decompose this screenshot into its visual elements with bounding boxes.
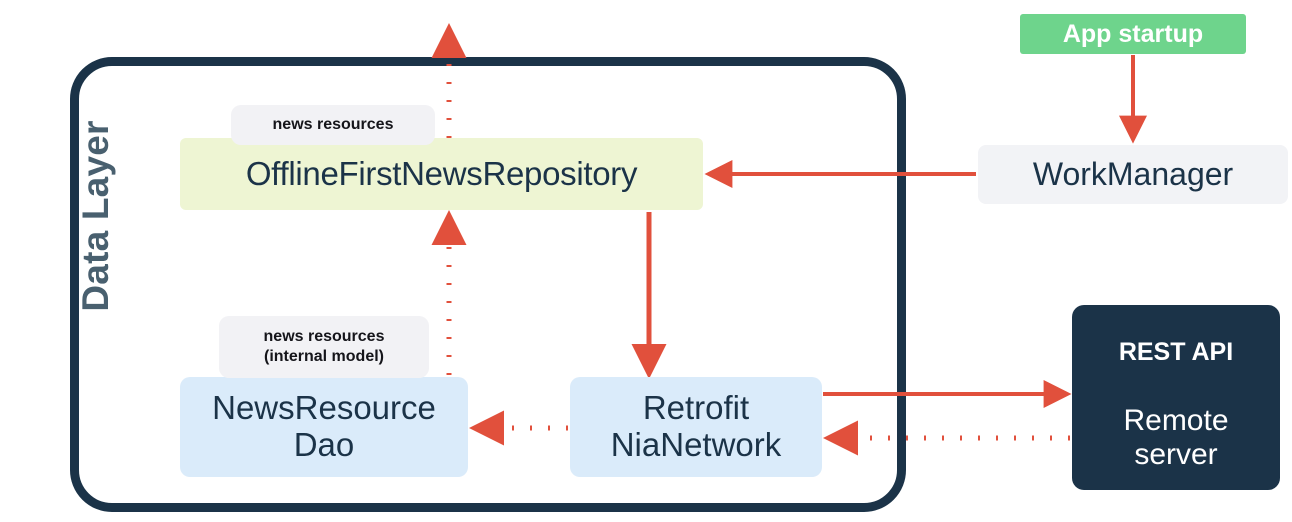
node-work-manager[interactable]: WorkManager — [978, 145, 1288, 204]
edge-label-line-2: (internal model) — [263, 348, 384, 365]
node-label-sub-line-2: server — [1134, 437, 1218, 471]
edge-label-news-resources-internal-model: news resources (internal model) — [219, 316, 429, 378]
node-label: App startup — [1062, 20, 1204, 48]
edge-label-line-1: news resources — [272, 116, 394, 134]
data-layer-container — [70, 57, 906, 512]
node-label: OfflineFirstNewsRepository — [245, 154, 638, 192]
node-rest-api-remote-server[interactable]: REST API Remote server — [1072, 305, 1280, 490]
node-label-line-2: NiaNetwork — [610, 426, 782, 463]
node-label-line-1: NewsResource — [212, 389, 436, 427]
data-layer-label: Data Layer — [75, 120, 116, 312]
node-retrofit-nia-network[interactable]: Retrofit NiaNetwork — [570, 377, 822, 477]
node-label-sub-line-1: Remote — [1123, 404, 1229, 437]
node-app-startup[interactable]: App startup — [1020, 14, 1246, 54]
node-label-title: REST API — [1118, 338, 1234, 366]
node-offline-first-news-repository[interactable]: OfflineFirstNewsRepository — [180, 138, 703, 210]
edge-label-line-1: news resources — [263, 328, 385, 346]
node-news-resource-dao[interactable]: NewsResource Dao — [180, 377, 468, 477]
node-label: WorkManager — [1032, 155, 1234, 192]
node-label-sub: Remote server — [1123, 404, 1228, 471]
node-label-line-1: Retrofit — [642, 389, 750, 427]
edge-label-news-resources: news resources — [231, 105, 435, 145]
node-label-line-2: Dao — [293, 426, 355, 463]
